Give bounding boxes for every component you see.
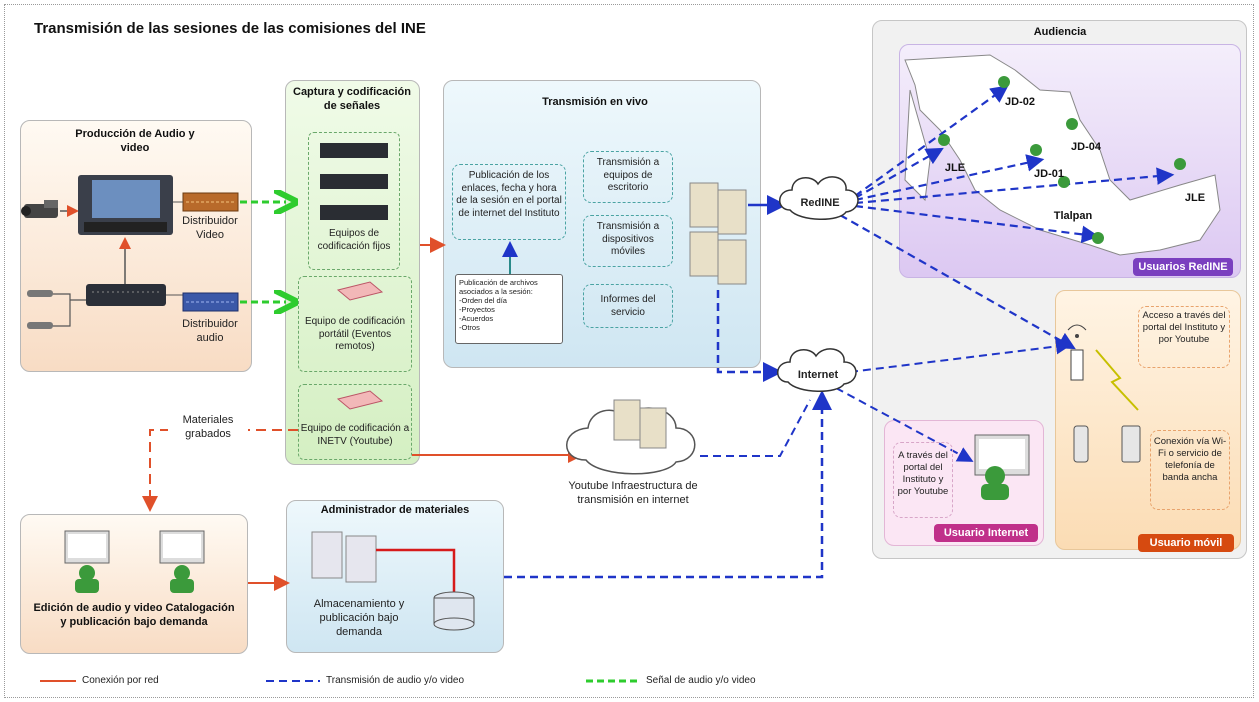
video-switcher-icon: [78, 175, 173, 235]
audio-mixer-icon: [86, 284, 166, 306]
legend-green: Señal de audio y/o video: [646, 675, 756, 686]
legend-red: Conexión por red: [82, 675, 159, 686]
movil-acceso-text: Acceso a través del portal del Instituto…: [1142, 310, 1226, 345]
moviles-label: Transmisión a dispositivos móviles: [596, 221, 660, 257]
audiencia-title: Audiencia: [1033, 26, 1087, 38]
portable-encoder-icon: [336, 281, 384, 301]
movil-panel: [1055, 290, 1241, 550]
internet-user-icon: [974, 434, 1030, 500]
microphone-icon: [27, 290, 53, 329]
node-label: JD-04: [1071, 141, 1101, 153]
distribuidor-audio-label: Distribuidor audio: [182, 318, 238, 344]
storage-server-icon: [311, 531, 377, 583]
edicion-panel: [20, 514, 248, 654]
internet-cloud: [777, 348, 857, 392]
publicacion-label: Publicación de los enlaces, fecha y hora…: [456, 170, 562, 219]
produccion-title: Producción de Audio y video: [75, 128, 195, 154]
internet-label: Internet: [797, 369, 839, 381]
portatil-label: Equipo de codificación portátil (Eventos…: [304, 316, 406, 352]
streaming-server-icon: [689, 182, 747, 285]
inetv-encoder-icon: [336, 390, 384, 410]
encoder-rack-icon: [320, 143, 388, 220]
note-item: -Orden del día: [459, 296, 507, 305]
publicacion-box: [452, 164, 566, 240]
distribuidor-audio-icon: [182, 292, 239, 312]
camera-icon: [21, 200, 58, 218]
mexico-map: [904, 54, 1221, 256]
captura-title: Captura y codificación de señales: [293, 86, 411, 112]
usuario-movil-badge: Usuario móvil: [1138, 534, 1234, 552]
produccion-panel: [20, 120, 252, 372]
moviles-box: [583, 215, 673, 267]
node-label: JLE: [944, 162, 966, 174]
informes-box: [583, 284, 673, 328]
redine-label: RedINE: [800, 197, 840, 209]
portatil-box: [298, 276, 412, 372]
admin-title: Administrador de materiales: [320, 504, 470, 516]
usuario-internet-badge: Usuario Internet: [934, 524, 1038, 542]
node-label: JD-02: [1005, 96, 1035, 108]
edicion-title: Edición de audio y video Catalogación y …: [33, 602, 235, 628]
fijos-label: Equipos de codificación fijos: [317, 228, 391, 252]
usuarios-redine-badge: Usuarios RedINE: [1133, 258, 1233, 276]
distribuidor-video-icon: [182, 192, 239, 212]
transmision-title: Transmisión en vivo: [542, 96, 648, 108]
note-title: Publicación de archivos asociados a la s…: [459, 278, 538, 296]
movil-conexion-box: [1150, 430, 1230, 510]
node-label: Tlalpan: [1053, 210, 1093, 222]
fijos-box: [308, 132, 400, 270]
inetv-box: [298, 384, 412, 460]
youtube-label: Youtube Infraestructura de transmisión e…: [568, 480, 698, 506]
almacen-label: Almacenamiento y publicación bajo demand…: [313, 598, 405, 638]
workstation-icon: [64, 530, 205, 593]
note-item: -Otros: [459, 323, 480, 332]
note-card: Publicación de archivos asociados a la s…: [455, 274, 563, 344]
note-item: -Acuerdos: [459, 314, 494, 323]
node-label: JD-01: [1034, 168, 1064, 180]
escritorio-label: Transmisión a equipos de escritorio: [596, 157, 660, 193]
materiales-grabados-label: Materiales grabados: [168, 414, 248, 442]
diagram-title: Transmisión de las sesiones de las comis…: [34, 20, 426, 37]
database-icon: [433, 591, 475, 631]
diagram-frame: [4, 4, 1254, 698]
internet-info-text: A través del portal del Instituto y por …: [897, 450, 949, 497]
note-item: -Proyectos: [459, 305, 495, 314]
phone-icon: [1073, 425, 1141, 463]
node-label: JLE: [1184, 192, 1206, 204]
redine-user-icon: [938, 76, 1186, 244]
internet-info-box: [893, 442, 953, 518]
redine-cloud: [779, 176, 859, 220]
inetv-label: Equipo de codificación a INETV (Youtube): [300, 423, 410, 447]
legend-blue: Transmisión de audio y/o video: [326, 675, 465, 686]
distribuidor-video-label: Distribuidor Video: [182, 215, 238, 241]
youtube-cloud: [566, 399, 696, 475]
informes-label: Informes del servicio: [600, 294, 656, 318]
antenna-icon: [1067, 324, 1087, 381]
escritorio-box: [583, 151, 673, 203]
movil-conexion-text: Conexión vía Wi-Fi o servicio de telefon…: [1153, 436, 1227, 483]
movil-acceso-box: [1138, 306, 1230, 368]
